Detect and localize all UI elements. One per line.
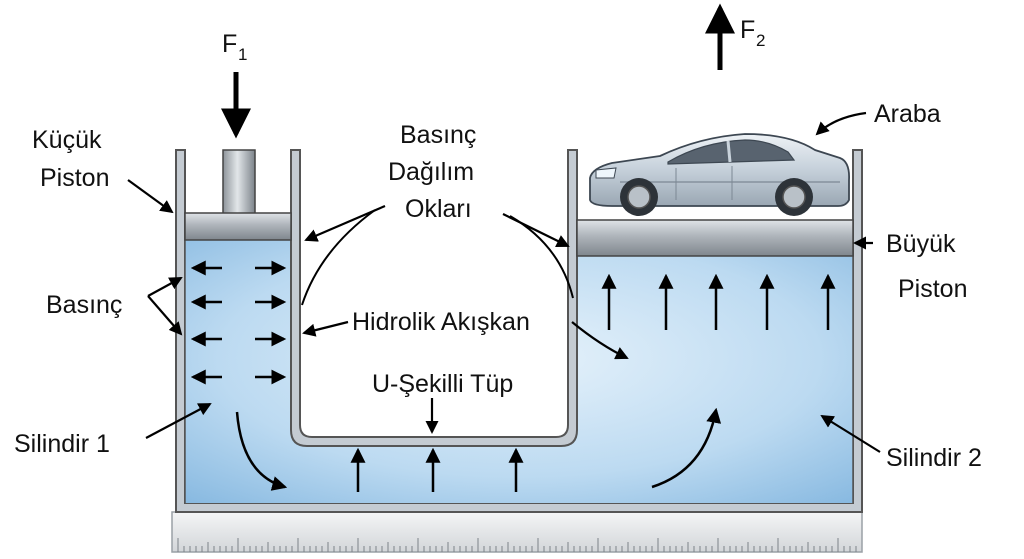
pressure-arrows-label-2: Dağılım [388, 158, 474, 186]
small-piston [184, 149, 292, 241]
force-1-label: F 1 [222, 30, 247, 64]
pressure-arrows-label-1: Basınç [400, 121, 476, 149]
base-ruler [171, 511, 863, 553]
pressure-arrows-large [601, 273, 836, 330]
hydraulic-fluid [185, 240, 853, 503]
svg-text:F: F [740, 16, 755, 44]
svg-text:F: F [222, 30, 237, 58]
pressure-arrows-tube [350, 447, 524, 492]
pressure-label: Basınç [46, 291, 122, 319]
small-piston-label-2: Piston [40, 164, 109, 192]
svg-text:1: 1 [238, 45, 247, 64]
big-piston-label-1: Büyük [886, 230, 956, 258]
svg-text:2: 2 [756, 31, 765, 50]
cylinder-2-label: Silindir 2 [886, 444, 982, 472]
small-piston-label-1: Küçük [32, 126, 102, 154]
cylinder-1-label: Silindir 1 [14, 430, 110, 458]
big-piston-label-2: Piston [898, 275, 967, 303]
u-tube-wall [290, 149, 578, 447]
large-piston [576, 219, 854, 257]
car [589, 133, 850, 216]
hydraulic-fluid-label: Hidrolik Akışkan [352, 308, 530, 336]
leader-arrows [127, 111, 881, 453]
car-label: Araba [874, 100, 941, 128]
force-2-label: F 2 [740, 16, 765, 50]
pressure-arrows-small [190, 260, 287, 385]
pressure-arrows-label-3: Okları [405, 195, 472, 223]
u-tube-label: U-Şekilli Tüp [372, 370, 513, 398]
flow-arrows [235, 407, 722, 491]
